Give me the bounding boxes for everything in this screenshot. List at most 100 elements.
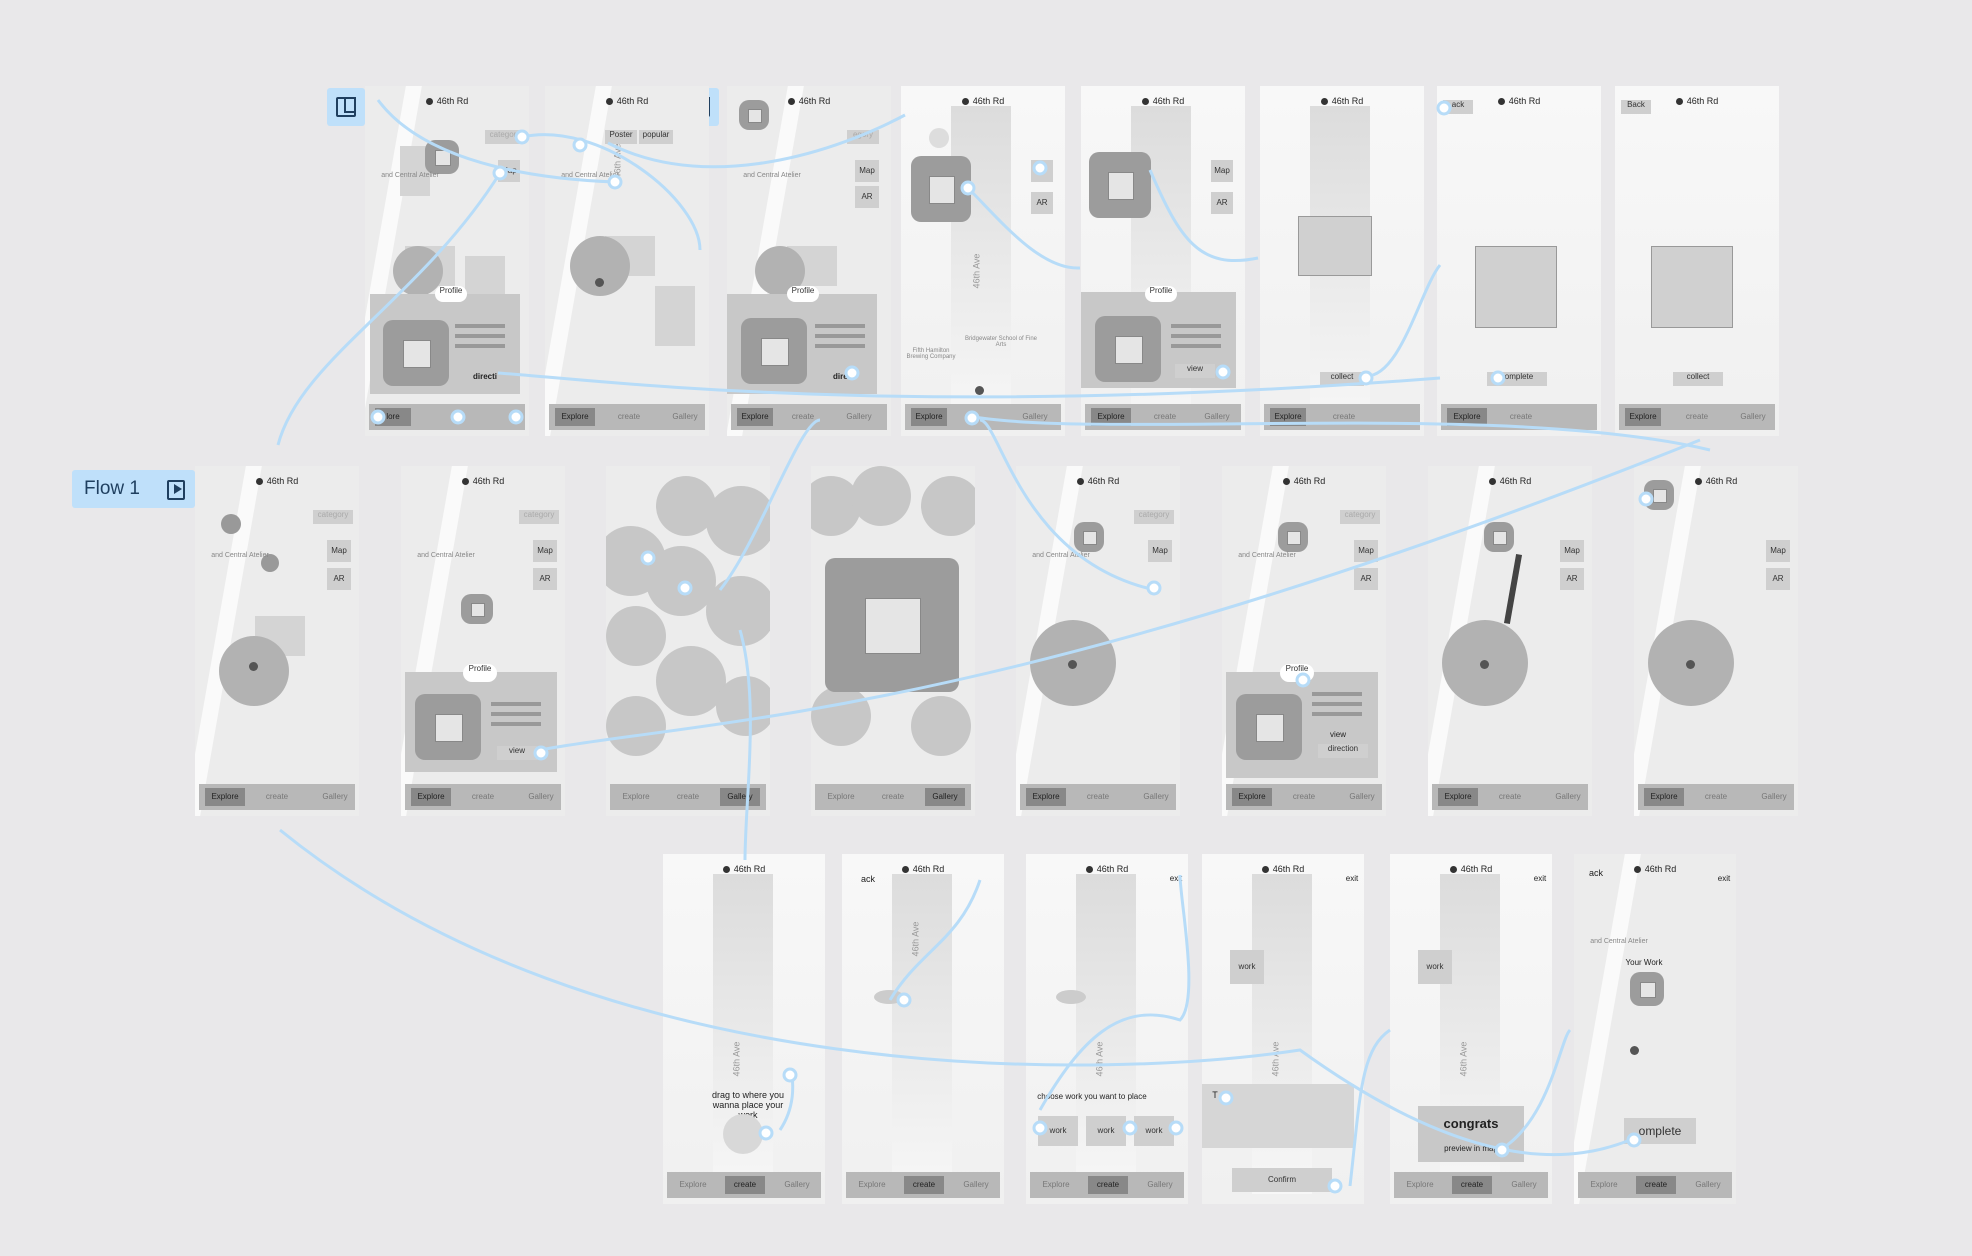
work-option[interactable]: work bbox=[1038, 1116, 1078, 1146]
complete-button[interactable]: complete bbox=[1487, 372, 1547, 386]
direction-button[interactable]: direction bbox=[1318, 744, 1368, 758]
tab-explore[interactable]: Explore bbox=[1644, 788, 1684, 806]
tab-explore[interactable]: Explore bbox=[911, 408, 947, 426]
flow-start-label[interactable]: Flow 1 bbox=[72, 470, 195, 508]
ar-button[interactable]: AR bbox=[1560, 568, 1584, 590]
ar-button[interactable]: AR bbox=[327, 568, 351, 590]
artwork-marker[interactable] bbox=[425, 140, 459, 174]
tab-gallery[interactable]: Gallery bbox=[528, 792, 554, 801]
view-link[interactable]: view bbox=[1329, 730, 1346, 739]
collect-button[interactable]: collect bbox=[1320, 372, 1364, 386]
tab-create[interactable]: create bbox=[1153, 412, 1177, 421]
tab-explore[interactable]: Explore bbox=[1406, 1180, 1434, 1189]
tab-explore[interactable]: Explore bbox=[827, 792, 855, 801]
tab-gallery[interactable]: Gallery bbox=[720, 788, 760, 806]
map-button[interactable]: Map bbox=[855, 160, 879, 182]
map-button[interactable]: Map bbox=[1560, 540, 1584, 562]
tab-explore[interactable]: lore bbox=[375, 408, 411, 426]
tab-create[interactable]: create bbox=[1088, 1176, 1128, 1194]
ar-artwork[interactable] bbox=[1089, 152, 1151, 218]
popular-filter[interactable]: popular bbox=[639, 130, 673, 144]
gallery-bubble[interactable] bbox=[716, 676, 770, 736]
tab-explore[interactable]: Explore bbox=[1438, 788, 1478, 806]
tab-gallery[interactable]: Gallery bbox=[1143, 792, 1169, 801]
frame-icon[interactable] bbox=[327, 88, 365, 126]
preview-link[interactable]: preview in map bbox=[1444, 1144, 1498, 1153]
gallery-bubble[interactable] bbox=[606, 606, 666, 666]
profile-button[interactable]: Profile bbox=[463, 664, 497, 682]
tab-gallery[interactable]: Gallery bbox=[1147, 1180, 1173, 1189]
artwork-marker[interactable] bbox=[739, 100, 769, 130]
tab-gallery[interactable]: Gallery bbox=[784, 1180, 810, 1189]
tab-create[interactable]: create bbox=[1332, 412, 1356, 421]
tab-gallery[interactable]: Gallery bbox=[1555, 792, 1581, 801]
ar-button[interactable]: AR bbox=[1031, 192, 1053, 214]
map-button[interactable]: Map bbox=[1766, 540, 1790, 562]
tab-gallery[interactable]: Gallery bbox=[1761, 792, 1787, 801]
tab-gallery[interactable]: Gallery bbox=[1511, 1180, 1537, 1189]
back-button[interactable]: ack bbox=[1588, 868, 1603, 878]
gallery-artwork[interactable] bbox=[825, 558, 959, 692]
tab-create[interactable]: create bbox=[1292, 792, 1316, 801]
profile-button[interactable]: Profile bbox=[1280, 664, 1314, 682]
back-button[interactable]: ack bbox=[860, 874, 875, 884]
artwork-marker[interactable] bbox=[1484, 522, 1514, 552]
exit-button[interactable]: exit bbox=[1169, 874, 1183, 883]
tab-create[interactable]: create bbox=[791, 412, 815, 421]
ar-button[interactable]: AR bbox=[1354, 568, 1378, 590]
tab-create[interactable]: create bbox=[1685, 412, 1709, 421]
tab-gallery[interactable]: Gallery bbox=[672, 412, 698, 421]
tab-explore[interactable]: Explore bbox=[205, 788, 245, 806]
tab-explore[interactable]: Explore bbox=[679, 1180, 707, 1189]
category-button[interactable]: egory bbox=[847, 130, 879, 144]
tab-explore[interactable]: Explore bbox=[1026, 788, 1066, 806]
your-work-marker[interactable] bbox=[1630, 972, 1664, 1006]
exit-button[interactable]: exit bbox=[1717, 874, 1731, 883]
map-button[interactable]: Map bbox=[498, 160, 520, 182]
exit-button[interactable]: exit bbox=[1345, 874, 1359, 883]
tab-explore[interactable]: Explore bbox=[737, 408, 773, 426]
tab-explore[interactable]: Explore bbox=[1625, 408, 1661, 426]
confirm-button[interactable]: Confirm bbox=[1232, 1168, 1332, 1192]
ar-button[interactable]: AR bbox=[1211, 192, 1233, 214]
artwork-marker[interactable] bbox=[221, 514, 241, 534]
artwork-marker[interactable] bbox=[461, 594, 493, 624]
tab-create[interactable]: create bbox=[1509, 412, 1533, 421]
map-button[interactable]: Map bbox=[1211, 160, 1233, 182]
profile-button[interactable]: Profile bbox=[435, 286, 467, 302]
tab-create[interactable]: create bbox=[1498, 792, 1522, 801]
tab-explore[interactable]: Explore bbox=[411, 788, 451, 806]
tab-gallery[interactable]: Gallery bbox=[1022, 412, 1048, 421]
work-option[interactable]: work bbox=[1134, 1116, 1174, 1146]
tab-gallery[interactable]: Gallery bbox=[963, 1180, 989, 1189]
ar-large-artwork[interactable] bbox=[1651, 246, 1733, 328]
ar-artwork[interactable] bbox=[911, 156, 971, 222]
tab-explore[interactable]: Explore bbox=[622, 792, 650, 801]
drag-handle[interactable] bbox=[723, 1114, 763, 1154]
collect-button[interactable]: collect bbox=[1673, 372, 1723, 386]
back-button[interactable]: ack bbox=[1443, 100, 1473, 114]
map-button[interactable]: Map bbox=[1148, 540, 1172, 562]
tab-gallery[interactable]: Gallery bbox=[1695, 1180, 1721, 1189]
tab-gallery[interactable]: Gallery bbox=[322, 792, 348, 801]
placed-work[interactable]: work bbox=[1230, 950, 1264, 984]
tab-gallery[interactable]: Gallery bbox=[846, 412, 872, 421]
category-button[interactable]: category bbox=[1134, 510, 1174, 524]
artwork-marker[interactable] bbox=[1278, 522, 1308, 552]
tab-create[interactable]: create bbox=[1086, 792, 1110, 801]
tab-explore[interactable]: Explore bbox=[1270, 408, 1306, 426]
tab-explore[interactable]: Explore bbox=[858, 1180, 886, 1189]
direction-link[interactable]: directi bbox=[472, 372, 497, 381]
tab-gallery[interactable]: Gallery bbox=[1204, 412, 1230, 421]
map-button[interactable]: p bbox=[1031, 160, 1053, 182]
artwork-marker[interactable] bbox=[1074, 522, 1104, 552]
ar-button[interactable]: AR bbox=[1766, 568, 1790, 590]
tab-create[interactable]: create bbox=[904, 1176, 944, 1194]
exit-button[interactable]: exit bbox=[1533, 874, 1547, 883]
ar-large-artwork[interactable] bbox=[1475, 246, 1557, 328]
view-button[interactable]: view bbox=[1175, 364, 1215, 378]
tab-create[interactable]: create bbox=[265, 792, 289, 801]
category-button[interactable]: category bbox=[519, 510, 559, 524]
view-button[interactable]: view bbox=[497, 746, 537, 760]
placed-work[interactable]: work bbox=[1418, 950, 1452, 984]
